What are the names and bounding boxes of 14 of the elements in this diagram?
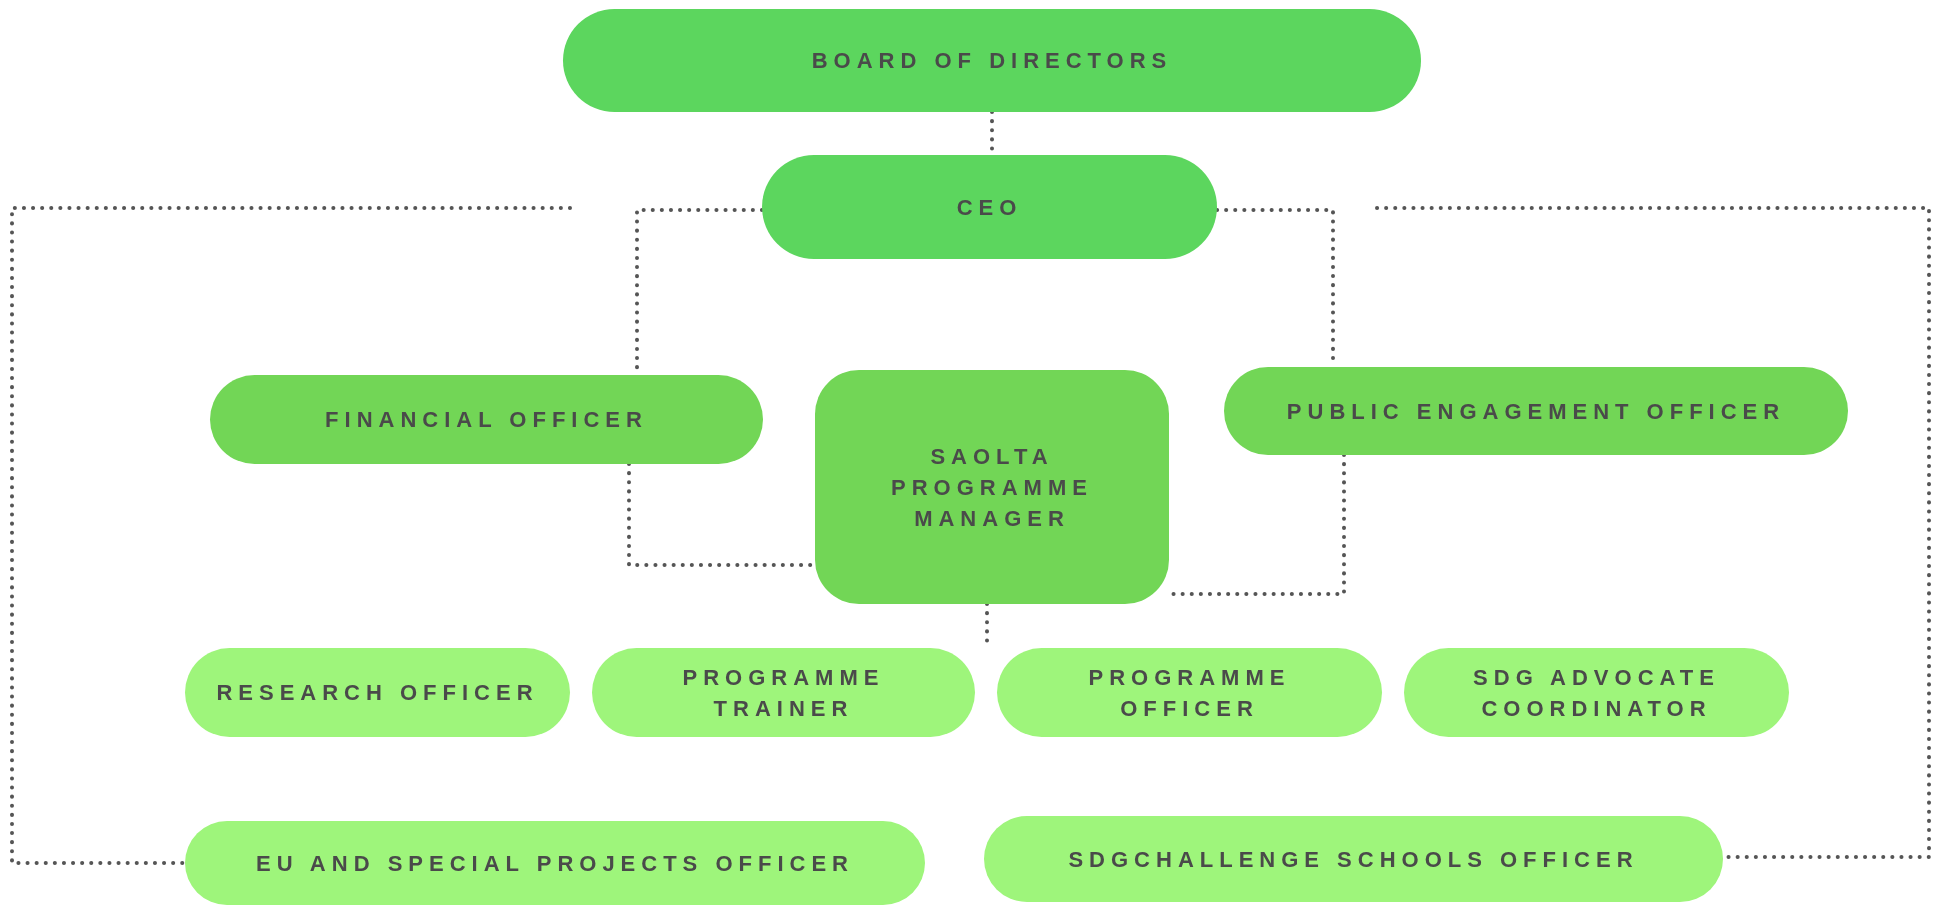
role-title: BOARD OF DIRECTORS	[811, 47, 1173, 75]
role-box	[815, 370, 1169, 604]
dotted-connector	[10, 206, 572, 865]
role-title: FINANCIAL OFFICER	[325, 406, 648, 434]
role-title: CEO	[956, 193, 1023, 222]
role-title: PUBLIC ENGAGEMENT OFFICER	[1286, 397, 1786, 426]
role-title: RESEARCH OFFICER	[216, 679, 539, 707]
role-title: PROGRAMME OFFICER	[1087, 663, 1292, 723]
role-title: PROGRAMME TRAINER	[681, 663, 886, 723]
role-title: EU AND SPECIAL PROJECTS OFFICER	[256, 849, 854, 878]
role-title: SDG ADVOCATE COORDINATOR	[1472, 663, 1721, 723]
dotted-connector	[1375, 206, 1931, 859]
role-title: SAOLTA PROGRAMME MANAGER	[890, 442, 1094, 533]
role-title: SDGCHALLENGE SCHOOLS OFFICER	[1068, 845, 1639, 874]
